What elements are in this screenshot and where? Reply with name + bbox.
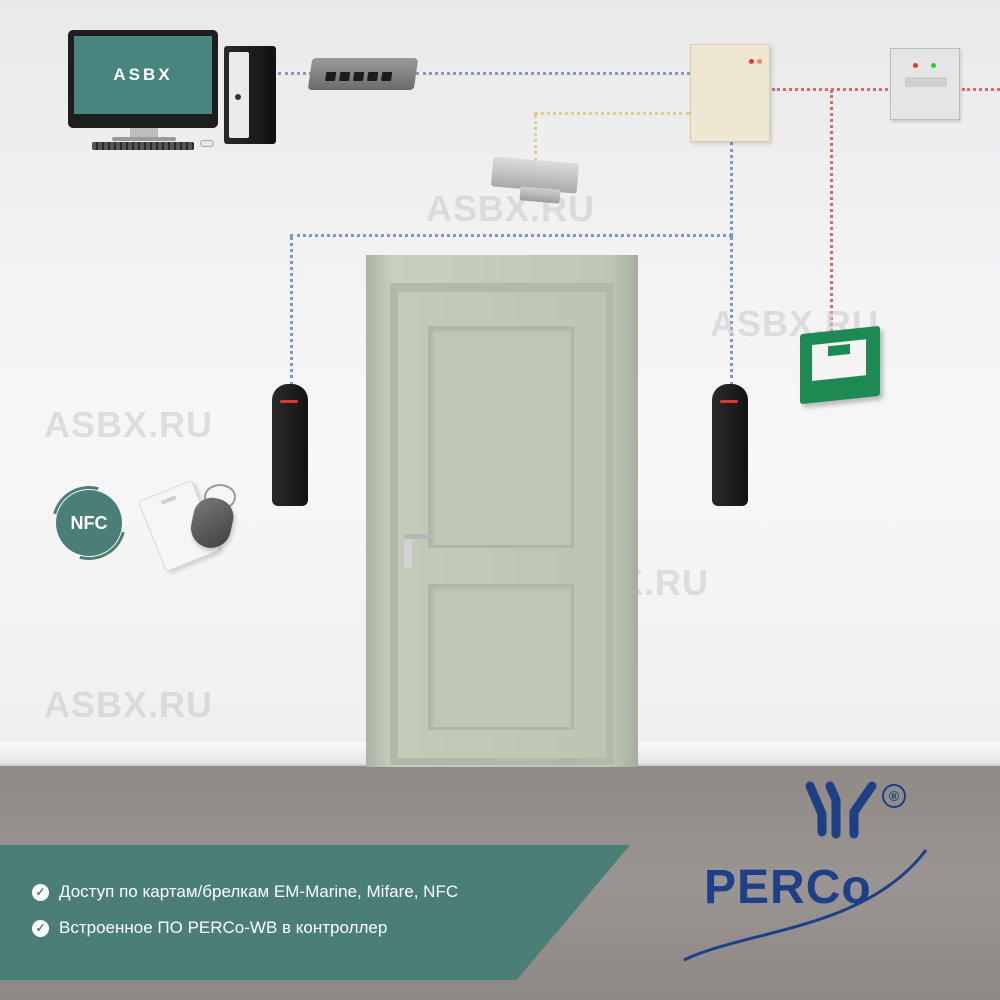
check-circle-icon: ✓ bbox=[32, 883, 49, 901]
access-controller bbox=[690, 44, 770, 142]
wire-psu-breakglass bbox=[830, 90, 833, 332]
mouse-icon bbox=[200, 140, 214, 147]
ethernet-port bbox=[339, 72, 351, 81]
card-reader-left bbox=[272, 384, 308, 506]
perco-logo-icon bbox=[683, 781, 928, 962]
card-slot bbox=[160, 495, 177, 505]
reader-led bbox=[280, 400, 298, 403]
ethernet-port bbox=[325, 72, 337, 81]
wire-switch-controller bbox=[416, 72, 690, 75]
wire-psu-right bbox=[962, 88, 1000, 91]
monitor-screen: ASBX bbox=[74, 36, 212, 114]
network-switch bbox=[307, 58, 419, 90]
status-led bbox=[931, 63, 936, 68]
feature-text: Встроенное ПО PERCo-WB в контроллер bbox=[59, 918, 388, 937]
door-panel-bottom bbox=[428, 584, 574, 730]
door-handle-plate bbox=[404, 534, 412, 568]
break-glass-window bbox=[812, 339, 866, 381]
registered-mark: ® bbox=[882, 784, 906, 808]
wire-controller-down bbox=[730, 142, 733, 236]
monitor-stand bbox=[130, 128, 158, 138]
watermark: ASBX.RU bbox=[44, 404, 214, 445]
feature-item: ✓ Встроенное ПО PERCo-WB в контроллер bbox=[32, 918, 387, 938]
wire-pc-switch bbox=[278, 72, 312, 75]
nfc-badge: NFC bbox=[56, 490, 122, 556]
feature-text: Доступ по картам/брелкам EM-Marine, Mifa… bbox=[59, 882, 459, 901]
wire-reader-right bbox=[730, 236, 733, 386]
door-panel-top bbox=[428, 326, 574, 548]
status-led bbox=[749, 59, 754, 64]
keyboard-icon bbox=[92, 142, 194, 150]
watermark: ASBX.RU bbox=[426, 188, 596, 229]
ethernet-port bbox=[381, 72, 393, 81]
monitor-stand-base bbox=[112, 137, 176, 141]
status-led bbox=[913, 63, 918, 68]
ethernet-port bbox=[367, 72, 379, 81]
power-supply bbox=[890, 48, 960, 120]
power-button-icon bbox=[235, 94, 241, 100]
wire-lock-down bbox=[534, 114, 537, 162]
perco-logo-text: PERCo bbox=[704, 861, 872, 914]
watermark: ASBX.RU bbox=[44, 684, 214, 725]
check-circle-icon: ✓ bbox=[32, 919, 49, 937]
wire-lock-top bbox=[534, 112, 690, 115]
power-supply-label bbox=[905, 77, 947, 87]
emergency-exit-button bbox=[800, 325, 880, 405]
card-reader-right bbox=[712, 384, 748, 506]
wire-controller-psu bbox=[772, 88, 888, 91]
wire-reader-left bbox=[290, 236, 293, 386]
feature-item: ✓ Доступ по картам/брелкам EM-Marine, Mi… bbox=[32, 882, 458, 902]
reader-led bbox=[720, 400, 738, 403]
feature-banner bbox=[0, 845, 630, 980]
door bbox=[398, 292, 606, 758]
ethernet-port bbox=[353, 72, 365, 81]
wire-reader-bus bbox=[290, 234, 732, 237]
pc-tower bbox=[224, 46, 276, 144]
door-handle-icon bbox=[404, 534, 434, 539]
status-led bbox=[757, 59, 762, 64]
exit-sign-icon bbox=[828, 343, 850, 357]
monitor: ASBX bbox=[68, 30, 218, 128]
